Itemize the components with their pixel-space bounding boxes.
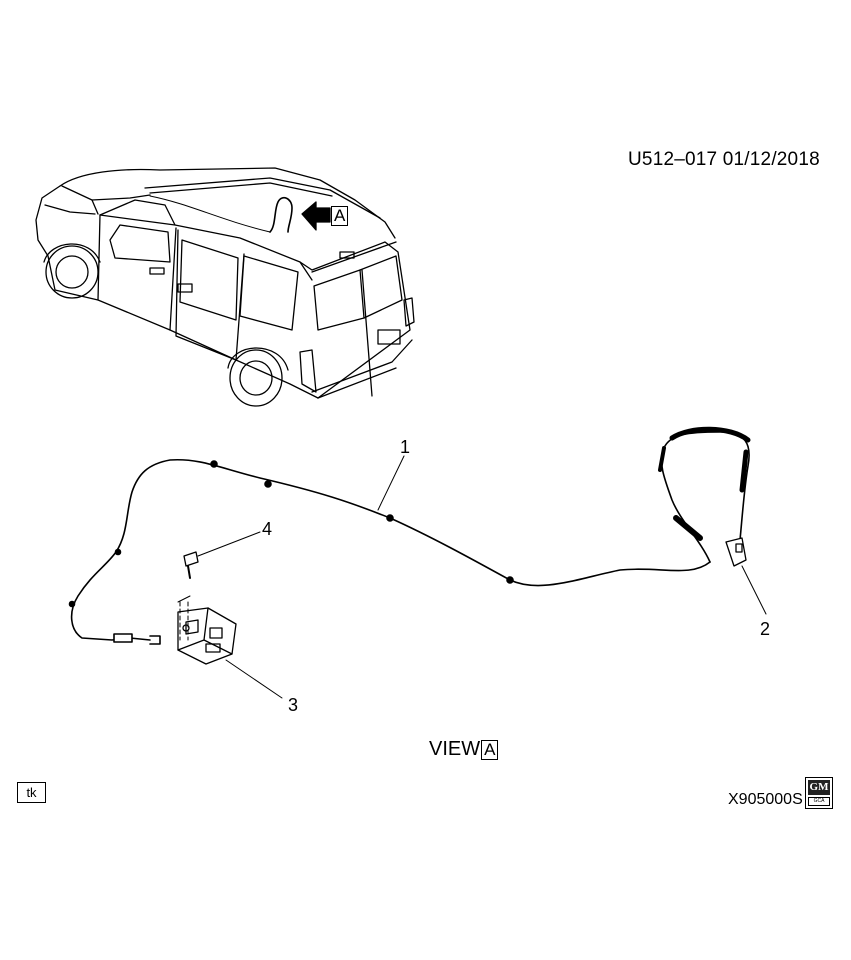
- view-label: VIEW A: [429, 738, 499, 761]
- cable-assembly: [68, 426, 751, 645]
- tk-box: tk: [17, 782, 46, 803]
- view-arrow-letter: A: [331, 206, 349, 226]
- callout-4: 4: [262, 519, 273, 539]
- callout-1: 1: [400, 437, 411, 457]
- figure-code: X905000S: [728, 791, 803, 808]
- part-2-bracket: [725, 537, 747, 567]
- part-4-bolt: [183, 551, 199, 579]
- callout-2: 2: [760, 619, 771, 639]
- document-code: U512–017 01/12/2018: [628, 149, 820, 170]
- gm-logo-sub: GCA: [808, 797, 830, 806]
- van-illustration: [35, 167, 415, 407]
- gm-logo: GM GCA: [805, 777, 833, 809]
- view-arrow: [301, 201, 331, 231]
- callout-3: 3: [288, 695, 299, 715]
- view-label-letter: A: [481, 739, 499, 760]
- view-label-prefix: VIEW: [429, 738, 481, 760]
- part-3-module: [177, 607, 237, 665]
- view-arrow-label: A: [331, 206, 349, 226]
- gm-logo-text: GM: [808, 780, 830, 795]
